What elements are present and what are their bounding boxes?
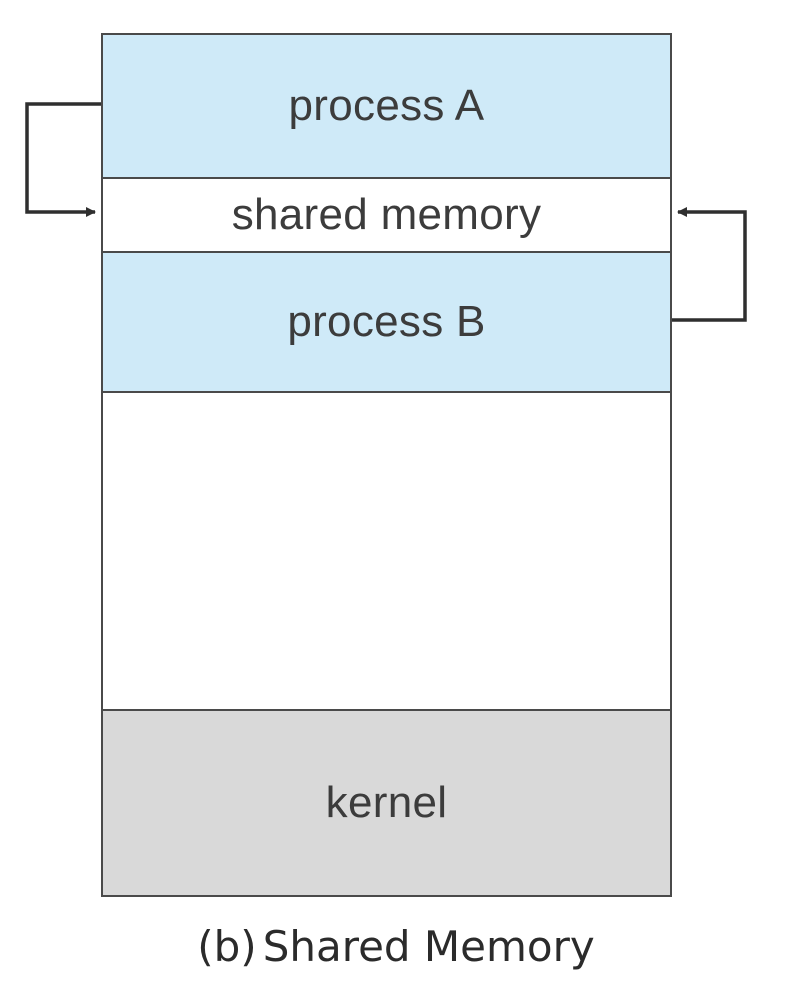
kernel-segment: kernel xyxy=(103,711,670,895)
process-a-label: process A xyxy=(288,81,485,130)
free-memory-segment xyxy=(103,393,670,709)
process-a-to-shared-arrow xyxy=(25,102,101,217)
process-b-to-shared-arrow xyxy=(672,207,747,322)
caption-prefix: (b) xyxy=(197,922,257,971)
memory-stack: process A shared memory process B kernel xyxy=(101,33,672,897)
segment-divider xyxy=(103,391,670,393)
process-a-segment: process A xyxy=(103,35,670,177)
segment-divider xyxy=(103,177,670,179)
process-b-segment: process B xyxy=(103,253,670,391)
process-b-label: process B xyxy=(287,297,486,346)
segment-divider xyxy=(103,709,670,711)
segment-divider xyxy=(103,251,670,253)
caption-title: Shared Memory xyxy=(262,922,595,971)
kernel-label: kernel xyxy=(325,778,448,827)
shared-memory-segment: shared memory xyxy=(103,179,670,251)
shared-memory-label: shared memory xyxy=(231,190,542,239)
figure-caption: (b)Shared Memory xyxy=(0,922,792,971)
